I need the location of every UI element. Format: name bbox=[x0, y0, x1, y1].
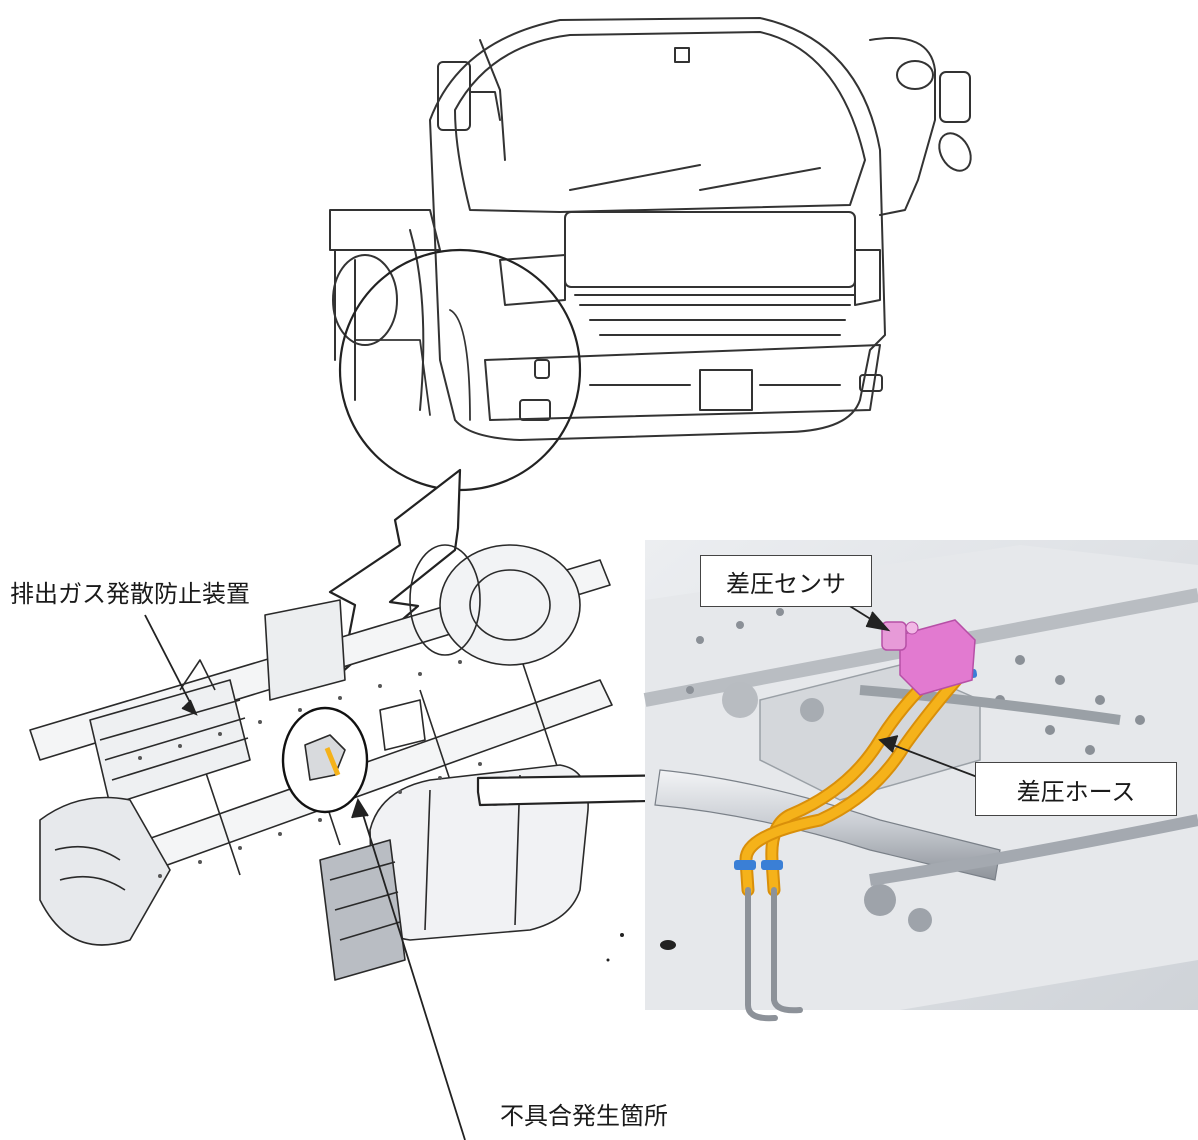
exhaust-device-label: 排出ガス発散防止装置 bbox=[10, 580, 250, 608]
differential-pressure-sensor-label: 差圧センサ bbox=[700, 555, 872, 607]
truck-illustration bbox=[329, 17, 972, 492]
differential-pressure-hose-label: 差圧ホース bbox=[975, 762, 1177, 816]
defect-location-label: 不具合発生箇所 bbox=[500, 1102, 668, 1130]
chassis-illustration bbox=[29, 544, 613, 981]
detail-photo bbox=[606, 540, 1198, 1022]
leader-lines bbox=[144, 599, 981, 1140]
differential-pressure-hose-graphic bbox=[739, 658, 972, 1022]
